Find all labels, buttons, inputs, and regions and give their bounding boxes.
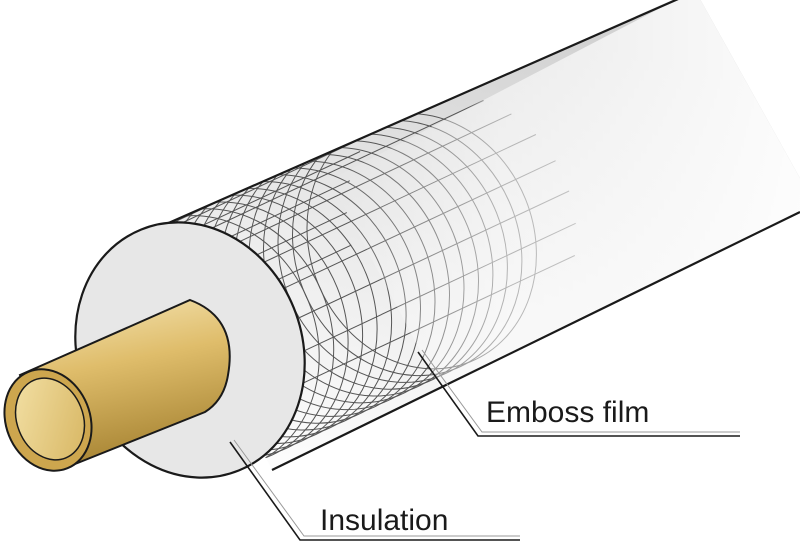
insulation-label: Insulation bbox=[320, 504, 448, 537]
emboss-film-leader-shadow bbox=[421, 349, 740, 433]
mesh-fade bbox=[330, 0, 800, 388]
body-bottom-edge bbox=[271, 211, 800, 471]
emboss-film-label: Emboss film bbox=[486, 396, 649, 429]
emboss-film-leader bbox=[417, 351, 740, 437]
copper-tube-bore bbox=[14, 377, 86, 461]
insulation-leader bbox=[229, 441, 520, 541]
mesh-line bbox=[148, 151, 361, 280]
insulation-leader-shadow bbox=[233, 439, 520, 537]
mesh-line bbox=[211, 100, 484, 229]
body-top-edge bbox=[147, 0, 679, 234]
